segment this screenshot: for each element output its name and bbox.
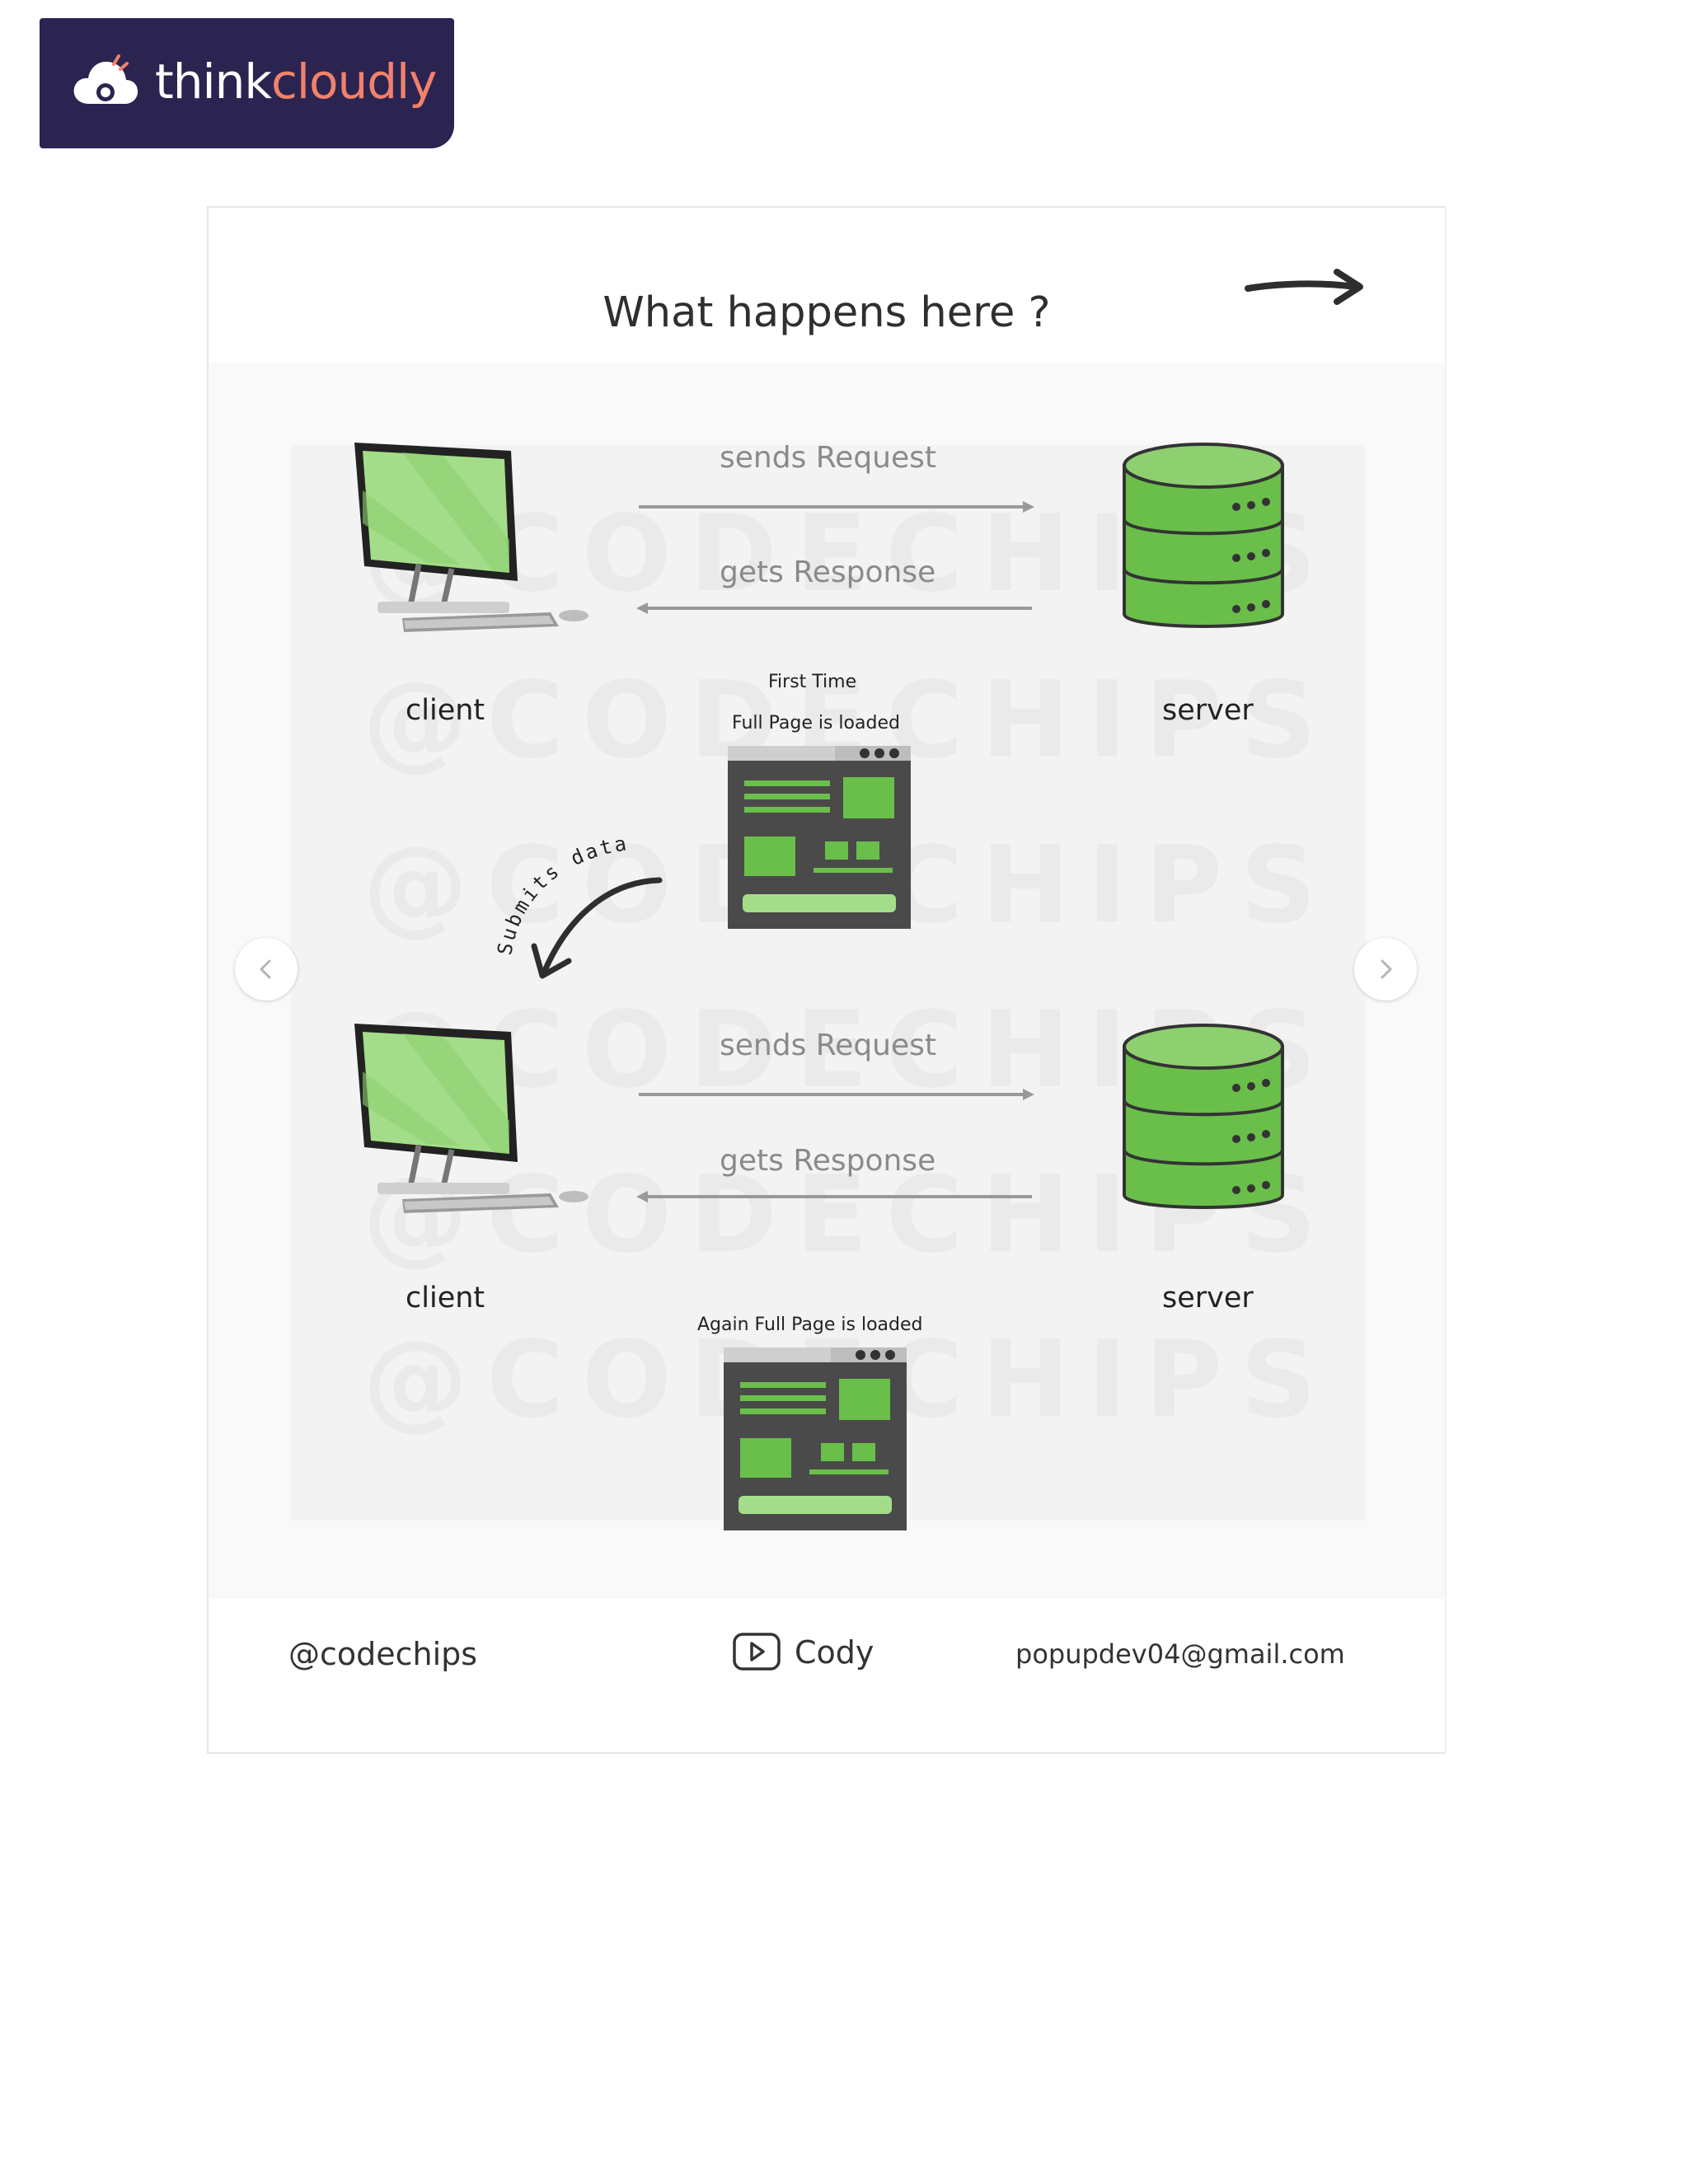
card-edge [1445,206,1447,1754]
play-icon [733,1633,781,1671]
request-arrow [639,1089,1034,1100]
footer-channel: Cody [795,1634,874,1671]
brand-logo: thinkcloudly [40,18,454,148]
arrow-right-icon [1245,269,1363,305]
client-computer-icon [354,1024,588,1213]
carousel-prev-button[interactable] [235,938,298,1001]
server-label: server [1162,1282,1254,1315]
client-computer-icon [354,443,588,632]
webpage-icon [728,746,911,929]
request-label: sends Request [720,441,937,475]
server-label: server [1162,694,1254,727]
caption-again-full-page: Again Full Page is loaded [697,1315,923,1335]
server-database-icon [1123,443,1284,628]
response-arrow [636,1191,1032,1202]
response-label: gets Response [720,555,936,589]
client-label: client [406,1282,485,1315]
footer-email: popupdev04@gmail.com [1015,1638,1345,1670]
request-label: sends Request [720,1029,937,1062]
request-arrow [639,501,1034,513]
caption-first-time: First Time [768,672,857,692]
response-arrow [636,602,1032,614]
carousel-next-button[interactable] [1354,938,1417,1001]
submits-data-arrow: Submits data [493,832,663,979]
response-label: gets Response [720,1144,936,1178]
server-database-icon [1123,1024,1284,1209]
caption-full-page: Full Page is loaded [732,713,900,733]
chevron-left-icon [260,959,271,979]
diagram-title: What happens here ? [603,288,1051,337]
brand-wordmark: thinkcloudly [155,54,437,110]
cloud-icon [73,54,138,104]
chevron-right-icon [1381,959,1392,979]
client-label: client [406,694,485,727]
footer-handle: @codechips [288,1636,478,1672]
webpage-icon [724,1347,907,1530]
